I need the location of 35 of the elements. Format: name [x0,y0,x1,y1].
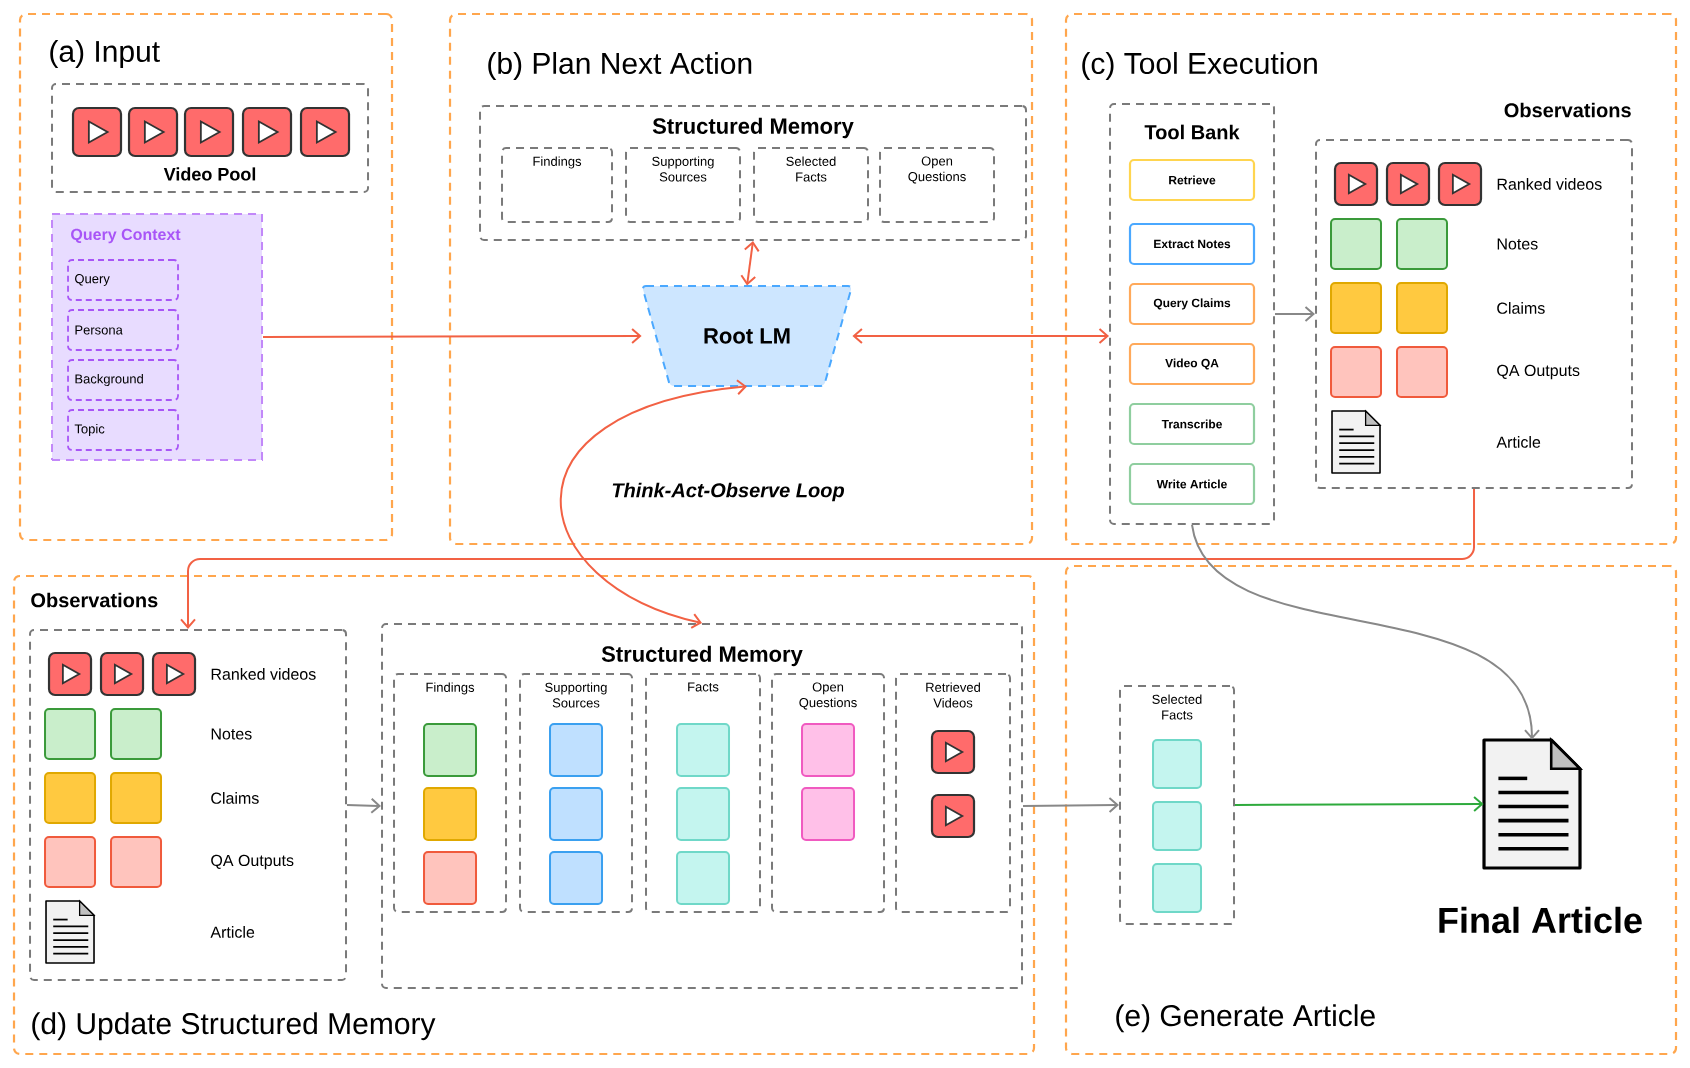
arrow [1022,797,1119,814]
section-heading: Observations [1504,102,1631,118]
box-title: Structured Memory [601,645,803,667]
arrow [180,488,1475,629]
arrow [559,379,747,629]
panel-title: (b) Plan Next Action [488,52,752,80]
row-label: Article [1496,436,1541,448]
row-label: Notes [211,728,252,740]
row-label: Claims [211,792,259,804]
arrow [262,328,642,344]
panel-title: (e) Generate Article [1116,1004,1375,1033]
row-label: QA Outputs [211,854,294,870]
row-label: Notes [1497,238,1538,250]
arrow [346,797,381,814]
panel-heading: Query Context [71,228,181,244]
arrow [740,241,760,286]
model-trapezoid: Root LM [641,285,853,387]
section-heading: Observations [31,592,158,608]
row-label: Claims [1497,302,1545,314]
arrow [1191,524,1540,740]
row-label: Article [210,926,255,938]
row-label: Ranked videos [211,668,316,680]
box-title: Tool Bank [1144,124,1240,140]
arrow [1234,796,1484,812]
row-label: Ranked videos [1497,178,1602,190]
arrow [1274,306,1315,322]
panel-title: (c) Tool Execution [1082,52,1317,80]
row-label: QA Outputs [1497,364,1580,380]
panel-title: (d) Update Structured Memory [32,1012,436,1041]
panel-title: (a) Input [50,40,160,68]
arrow [852,328,1109,344]
box-title: Structured Memory [652,117,854,139]
document-title: Final Article [1439,906,1642,934]
loop-label: Think-Act-Observe Loop [612,482,845,502]
box-title: Video Pool [163,167,256,181]
